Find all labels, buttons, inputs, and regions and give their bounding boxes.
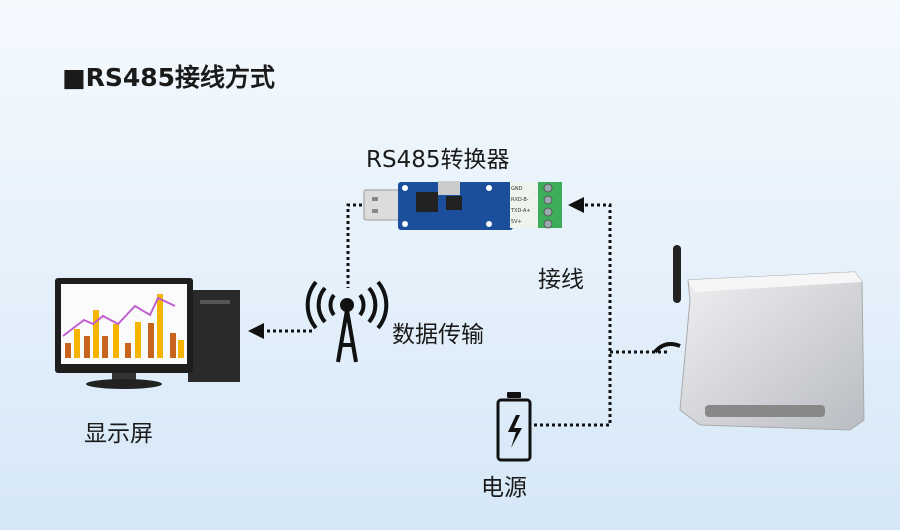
power-supply-label: 电源 — [481, 475, 527, 501]
converter-label: RS485转换器 — [366, 147, 510, 173]
page-title: ■RS485接线方式 — [62, 63, 276, 92]
terminal-gnd: GND — [511, 186, 523, 192]
antenna-icon — [305, 280, 389, 363]
arrow-to-screen — [248, 323, 264, 339]
terminal-5v: 5V+ — [511, 219, 522, 225]
arrow-to-converter — [568, 197, 584, 213]
terminal-txd: TXD-A+ — [511, 208, 531, 214]
display-screen-label: 显示屏 — [84, 421, 153, 447]
connection-lines — [262, 203, 670, 427]
data-transmission-label: 数据传输 — [392, 322, 484, 348]
computer-image — [55, 278, 240, 389]
rs485-converter-image — [363, 181, 562, 230]
gateway-device-image — [653, 245, 865, 431]
terminal-rxd: RXD-B- — [511, 197, 529, 203]
wiring-label: 接线 — [538, 267, 584, 293]
terminal-labels: GND RXD-B- TXD-A+ 5V+ — [511, 184, 531, 228]
battery-icon — [496, 392, 532, 462]
